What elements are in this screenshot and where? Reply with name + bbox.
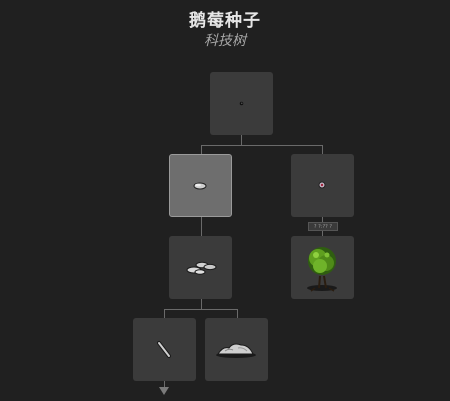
connector-line (201, 145, 323, 146)
berry-icon (318, 181, 326, 189)
page-title: 鹅莓种子 (189, 11, 261, 31)
connector-line (164, 309, 165, 318)
tree-node-berry[interactable] (291, 154, 354, 217)
tree-node-seed-cluster[interactable] (169, 236, 232, 299)
connector-line (164, 381, 165, 387)
tree-node-root-seed[interactable] (210, 72, 273, 135)
tree-node-twig[interactable] (133, 318, 196, 381)
tree-node-seed-pile[interactable] (169, 154, 232, 217)
tree-node-rock-pile[interactable] (205, 318, 268, 381)
lock-label: ? ?:?? ? (308, 222, 338, 231)
rock-pile-icon (216, 343, 256, 358)
seed-icon (239, 101, 244, 106)
berry-bush-icon (307, 247, 337, 292)
connector-line (201, 299, 202, 309)
tree-node-berry-bush[interactable] (291, 236, 354, 299)
seed-cluster-icon (186, 261, 217, 275)
connector-line (201, 145, 202, 155)
seed-pile-icon (193, 182, 207, 190)
connector-line (201, 217, 202, 236)
connector-line (237, 309, 238, 318)
page-subtitle: 科技树 (204, 33, 246, 49)
down-arrow-icon[interactable] (159, 387, 169, 395)
connector-line (322, 217, 323, 222)
connector-line (241, 135, 242, 145)
connector-line (322, 231, 323, 236)
connector-line (164, 309, 238, 310)
connector-line (322, 145, 323, 155)
twig-icon (157, 341, 171, 358)
